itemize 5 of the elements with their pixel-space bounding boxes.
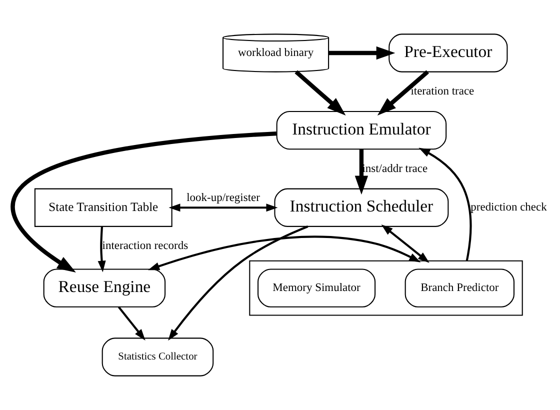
edge-label: interaction records bbox=[102, 240, 188, 252]
edge-label: prediction check bbox=[470, 202, 547, 214]
edge-label: iteration trace bbox=[410, 86, 474, 98]
edge-label: look-up/register bbox=[186, 192, 260, 204]
edge-label: inst/addr trace bbox=[362, 162, 428, 175]
